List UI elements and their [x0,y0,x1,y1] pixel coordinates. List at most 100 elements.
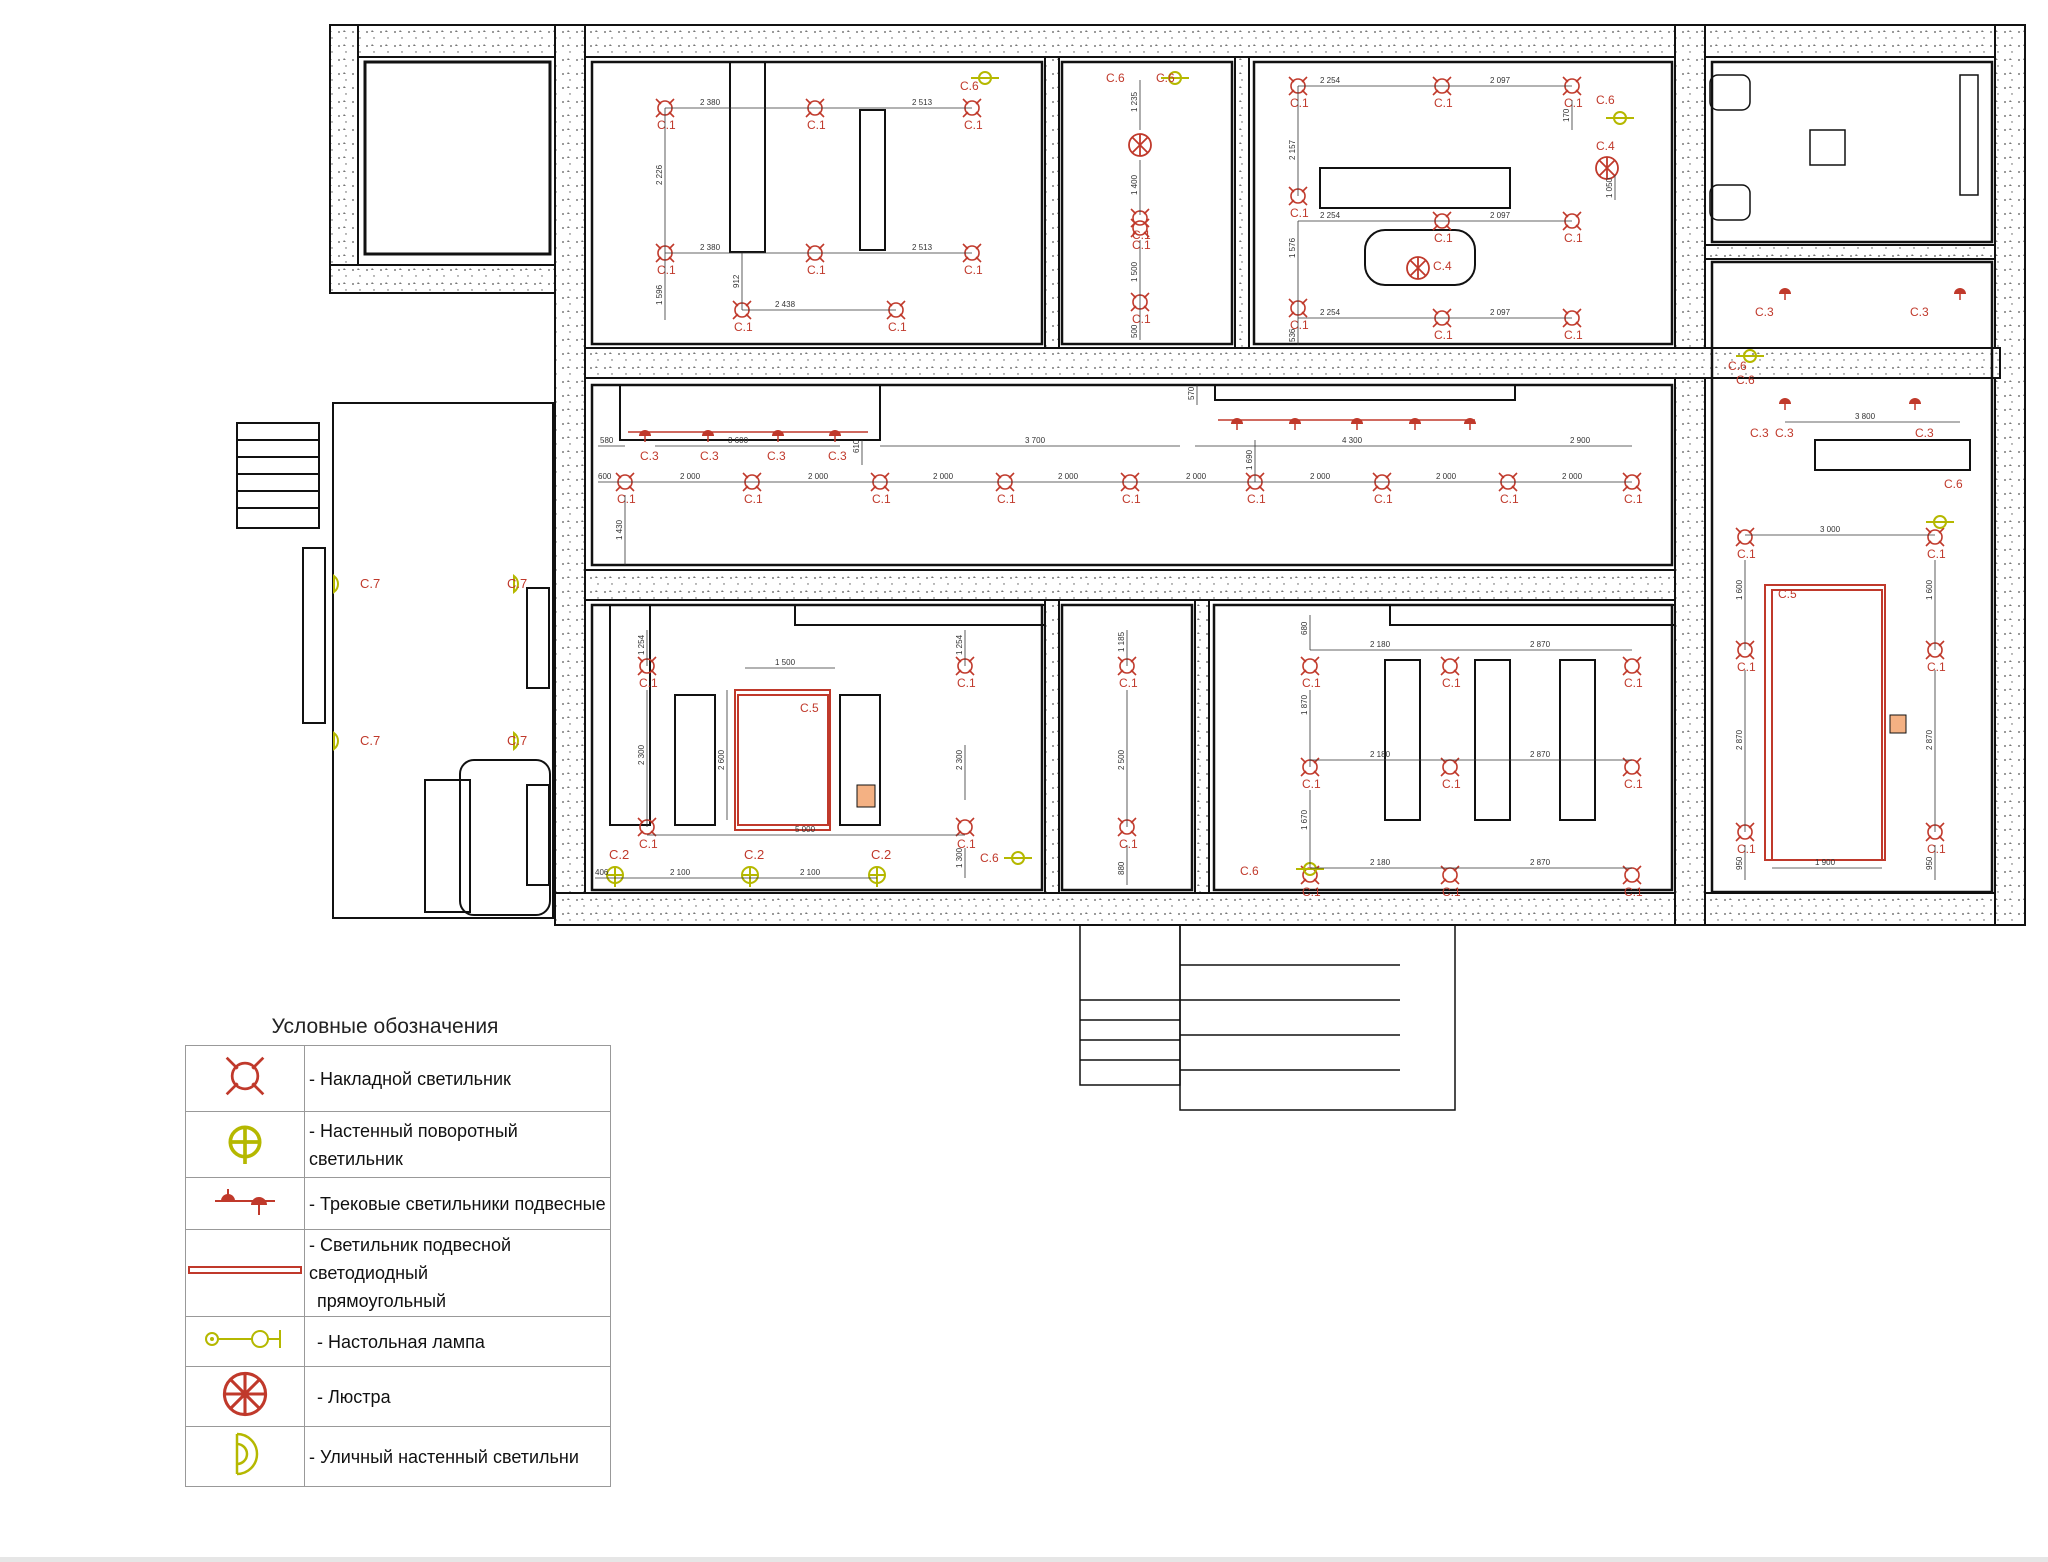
dimension-text: 1 235 [1130,91,1139,112]
fixture-label-c1: C.1 [807,263,826,277]
projector-marker [1889,714,1907,734]
dimension-text: 406 [595,868,609,877]
fixture-label-c3: C.3 [767,449,786,463]
fixture-label-c6: C.6 [1156,71,1175,85]
surface-light-icon [1622,865,1642,885]
fixture-label-c7: C.7 [507,733,527,748]
fixture-label-c3: C.3 [700,449,719,463]
track-light-icon [1288,417,1302,431]
dimension-text: 2 180 [1370,640,1391,649]
wall-swivel-light-icon [868,866,886,887]
fixture-label-c1: C.1 [1564,231,1583,245]
dimension-text: 680 [1300,621,1309,635]
surface-light-icon [1622,757,1642,777]
dimension-text: 2 000 [1058,472,1079,481]
dimension-text: 2 000 [1310,472,1331,481]
track-light-icon [1778,287,1792,301]
fixture-label-c1: C.1 [617,492,636,506]
fixture-label-c6: C.6 [1944,477,1963,491]
fixture-label-c1: C.1 [657,118,676,132]
projector-marker [856,784,876,808]
wall-swivel-light-icon [741,866,759,887]
technical-room [363,60,552,256]
dimension-text: 2 000 [1186,472,1207,481]
surface-light-icon [955,817,975,837]
track-light-icon [1350,417,1364,431]
legend: Условные обозначения - Накладной светиль… [185,1015,611,1487]
room-outline [1060,603,1194,892]
fixture-label-c1: C.1 [1119,676,1138,690]
dimension-text: 2 000 [1436,472,1457,481]
fixture-label-c3: C.3 [1915,426,1934,440]
fixture-label-c3: C.3 [828,449,847,463]
fixture-label-c1: C.1 [1302,885,1321,899]
fixture-label-c1: C.1 [1132,228,1151,242]
room-outline [1710,260,1994,894]
fixture-label-c1: C.1 [997,492,1016,506]
linear-pendant-light-icon [1771,589,1883,861]
fixture-label-c1: C.1 [888,320,907,334]
fixture-label-c1: C.1 [639,837,658,851]
dimension-text: 2 870 [1735,729,1744,750]
fixture-label-c1: C.1 [1119,837,1138,851]
fixture-label-c1: C.1 [1434,231,1453,245]
street-wall-light-icon [333,730,339,752]
fixture-label-c1: C.1 [872,492,891,506]
furniture [609,61,1971,861]
fixture-label-c1: C.1 [807,118,826,132]
track-light-icon [1408,417,1422,431]
building-walls [329,24,2026,926]
dimension-text: 600 [598,472,612,481]
room-outline [590,60,1044,346]
track-light-icon [1908,397,1922,411]
dimension-text: 2 180 [1370,750,1391,759]
dimension-text: 170 [1562,108,1571,122]
fixture-label-c1: C.1 [957,837,976,851]
dimension-text: 3 000 [1820,525,1841,534]
surface-light-icon [1440,757,1460,777]
fixture-label-c4: C.4 [1596,139,1615,153]
fixture-label-c1: C.1 [1737,842,1756,856]
street-wall-light-icon [513,730,519,752]
fixture-label-c1: C.1 [1302,777,1321,791]
dimension-text: 2 254 [1320,211,1341,220]
fixture-label-c7: C.7 [360,576,380,591]
dimension-text: 1 900 [1815,858,1836,867]
chandelier-icon [1406,256,1430,280]
fixture-label-c1: C.1 [744,492,763,506]
surface-light-icon [1440,656,1460,676]
dimension-text: 2 300 [955,749,964,770]
fixture-label-c1: C.1 [1442,676,1461,690]
entrance-stairs [1079,924,1456,1111]
fixture-label-c2: C.2 [744,847,764,862]
dimension-text: 912 [732,274,741,288]
fixture-label-c1: C.1 [1290,318,1309,332]
dimension-text: 1 500 [775,658,796,667]
dimension-text: 1 500 [1130,261,1139,282]
legend-row: - Уличный настенный светильни [185,1426,611,1487]
legend-label-wall-swivel-light: - Настенный поворотный светильник [304,1111,611,1178]
dimension-text: 1 670 [1300,809,1309,830]
linear-pendant-light-icon [737,694,829,826]
fixture-label-c1: C.1 [1564,328,1583,342]
street-wall-light-icon [513,573,519,595]
dimension-text: 1 600 [1735,579,1744,600]
fixture-label-c3: C.3 [1750,426,1769,440]
chandelier-icon [1128,133,1152,157]
fixture-label-c1: C.1 [1564,96,1583,110]
dimension-text: 2 600 [717,749,726,770]
dimension-text: 1 690 [1245,449,1254,470]
fixture-label-c1: C.1 [1374,492,1393,506]
fixture-label-c1: C.1 [1500,492,1519,506]
surface-light-icon [1622,656,1642,676]
fixture-label-c7: C.7 [507,576,527,591]
dimension-text: 610 [852,439,861,453]
fixture-label-c1: C.1 [1290,96,1309,110]
room-outline [1252,60,1674,346]
dimension-text: 2 900 [1570,436,1591,445]
fixture-label-c1: C.1 [1290,206,1309,220]
dimension-text: 1 254 [637,634,646,655]
dimension-text: 1 050 [1605,177,1614,198]
dimension-text: 1 400 [1130,174,1139,195]
dimension-text: 1 600 [1925,579,1934,600]
